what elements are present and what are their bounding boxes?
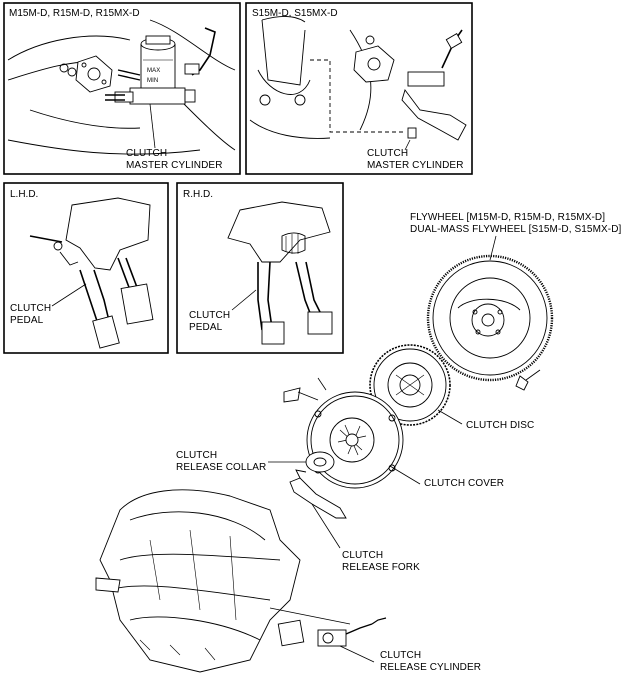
rhd-label-line2: PEDAL bbox=[189, 322, 223, 333]
m15-label-line1: CLUTCH bbox=[126, 148, 168, 159]
clutch-disc-label: CLUTCH DISC bbox=[466, 420, 535, 431]
s15-master-cylinder-drawing bbox=[249, 16, 467, 151]
s15-label-line2: MASTER CYLINDER bbox=[367, 160, 464, 171]
flywheel-label-line2: DUAL-MASS FLYWHEEL [S15M-D, S15MX-D] bbox=[410, 224, 622, 235]
release-collar-label-line1: CLUTCH bbox=[176, 450, 218, 461]
flywheel-drawing bbox=[426, 235, 554, 391]
m15-label-line2: MASTER CYLINDER bbox=[126, 160, 223, 171]
panel-s15-frame bbox=[245, 2, 473, 175]
release-cylinder-label-line1: CLUTCH bbox=[380, 650, 422, 661]
reservoir-min-mark: MIN bbox=[147, 78, 159, 84]
m15-master-cylinder-drawing bbox=[7, 19, 236, 155]
panel-rhd-frame bbox=[176, 182, 344, 354]
lhd-label-line1: CLUTCH bbox=[10, 303, 52, 314]
release-fork-label-line1: CLUTCH bbox=[342, 550, 384, 561]
panel-m15-frame bbox=[3, 2, 241, 175]
rhd-label-line1: CLUTCH bbox=[189, 310, 231, 321]
clutch-disc-drawing bbox=[369, 344, 463, 426]
release-collar-drawing bbox=[268, 451, 335, 473]
rhd-pedal-drawing bbox=[227, 201, 333, 345]
lhd-pedal-drawing bbox=[29, 197, 154, 349]
lhd-label-line2: PEDAL bbox=[10, 315, 44, 326]
flywheel-label-line1: FLYWHEEL [M15M-D, R15M-D, R15MX-D] bbox=[410, 212, 606, 223]
release-collar-label-line2: RELEASE COLLAR bbox=[176, 462, 267, 473]
panel-lhd-frame bbox=[3, 182, 169, 354]
panel-s15-header: S15M-D, S15MX-D bbox=[252, 8, 338, 19]
release-cylinder-drawing bbox=[277, 617, 387, 663]
transaxle-case-drawing bbox=[95, 489, 351, 673]
release-fork-label-line2: RELEASE FORK bbox=[342, 562, 420, 573]
panel-lhd-header: L.H.D. bbox=[10, 189, 39, 200]
clutch-cover-label: CLUTCH COVER bbox=[424, 478, 505, 489]
release-cylinder-label-line2: RELEASE CYLINDER bbox=[380, 662, 482, 673]
panel-rhd-header: R.H.D. bbox=[183, 189, 213, 200]
s15-label-line1: CLUTCH bbox=[367, 148, 409, 159]
release-fork-drawing bbox=[289, 469, 347, 549]
panel-m15-header: M15M-D, R15M-D, R15MX-D bbox=[9, 8, 140, 19]
reservoir-max-mark: MAX bbox=[147, 68, 161, 74]
